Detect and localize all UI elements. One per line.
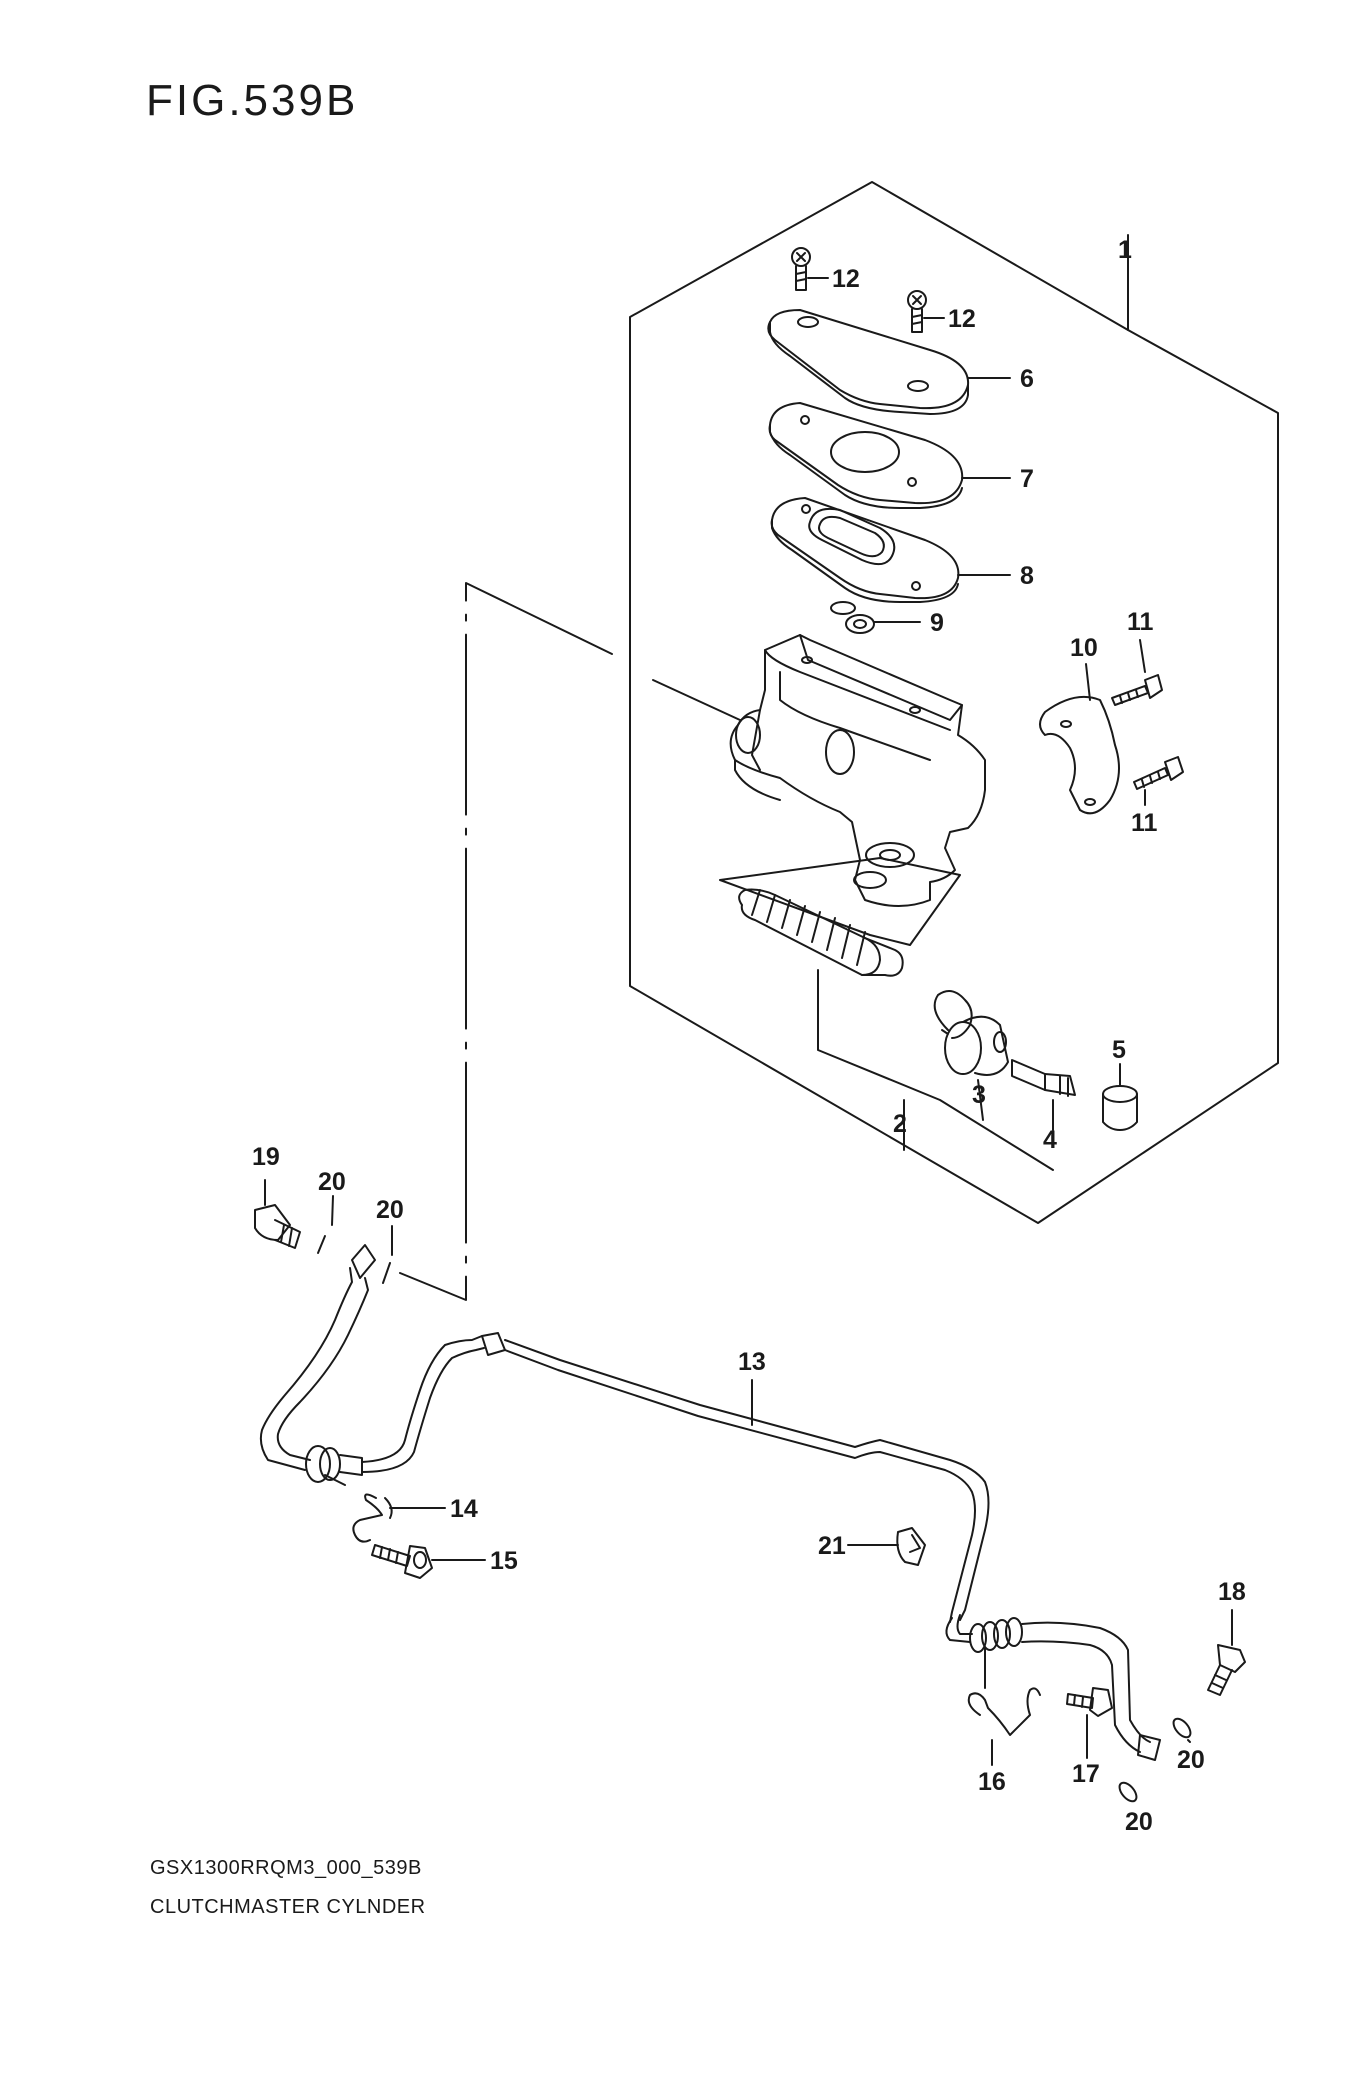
callout-16: 16: [978, 1768, 1006, 1796]
callout-11b: 11: [1131, 809, 1158, 837]
callout-11a: 11: [1127, 608, 1154, 636]
callout-12b: 12: [948, 305, 976, 333]
callout-18: 18: [1218, 1578, 1246, 1606]
callout-12a: 12: [832, 265, 860, 293]
washer-20a-part: [317, 1235, 326, 1254]
circlip-part: [933, 990, 973, 1039]
callout-15: 15: [490, 1547, 518, 1575]
callout-20a: 20: [318, 1168, 346, 1196]
washer-20d-part: [1118, 1781, 1138, 1803]
washer-20c-part: [1172, 1717, 1192, 1739]
bolt-11a-part: [1111, 674, 1163, 706]
clip-14-part: [352, 1493, 393, 1543]
body-leader-line: [652, 679, 741, 721]
callout-13: 13: [738, 1348, 766, 1376]
callout-11a-leader: [1139, 639, 1146, 673]
clip-14-dash: [324, 1474, 346, 1486]
bolt-18-part: [1207, 1644, 1246, 1696]
callout-14: 14: [450, 1495, 478, 1523]
callout-5: 5: [1112, 1036, 1126, 1064]
callout-2: 2: [893, 1110, 907, 1138]
callout-3-leader: [977, 1079, 984, 1121]
callout-4: 4: [1043, 1126, 1057, 1154]
screw-12a-part: [791, 247, 811, 291]
clamp-21-part: [896, 1527, 926, 1566]
bolt-15-part: [371, 1544, 433, 1579]
callout-9: 9: [930, 609, 944, 637]
callout-6: 6: [1020, 365, 1034, 393]
clutch-hose-13-part: [259, 1244, 1161, 1761]
banjo-bolt-19-part: [254, 1204, 301, 1249]
callout-21: 21: [818, 1532, 846, 1560]
callout-20c-leader: [1187, 1739, 1191, 1743]
holder-10-part: [1039, 696, 1120, 815]
diagram-caption: CLUTCHMASTER CYLNDER: [150, 1896, 426, 1918]
reservoir-cap-6-part: [767, 309, 970, 415]
callout-17: 17: [1072, 1760, 1100, 1788]
plate-9-part: [830, 601, 875, 634]
callout-3: 3: [972, 1081, 986, 1109]
callout-20a-leader: [331, 1195, 334, 1226]
callout-10: 10: [1070, 634, 1098, 662]
figure-title: FIG.539B: [146, 76, 359, 125]
callout-2-leader: [817, 969, 1054, 1171]
bolt-17-part: [1066, 1687, 1113, 1717]
model-code-label: GSX1300RRQM3_000_539B: [150, 1857, 422, 1879]
callout-19: 19: [252, 1143, 280, 1171]
callout-8: 8: [1020, 562, 1034, 590]
push-rod-4-part: [1011, 1059, 1076, 1097]
diaphragm-8-part: [770, 497, 960, 603]
assembly-outline: [629, 181, 1279, 1224]
callout-20c: 20: [1177, 1746, 1205, 1774]
washer-20b-part: [382, 1262, 391, 1284]
callout-20b: 20: [376, 1196, 404, 1224]
clamp-16-part: [967, 1647, 1041, 1736]
callout-10-leader: [1085, 663, 1091, 701]
connection-dash-line: [399, 582, 613, 1301]
bolt-11b-part: [1133, 756, 1184, 790]
screw-12b-part: [907, 290, 927, 333]
callout-20d: 20: [1125, 1808, 1153, 1836]
piston-assembly-2-part: [738, 888, 904, 977]
master-cylinder-body-part: [729, 634, 986, 907]
body-gasket-outline: [719, 857, 961, 946]
callout-1: 1: [1118, 236, 1132, 264]
cap-5-part: [1102, 1085, 1138, 1131]
diaphragm-plate-7-part: [768, 402, 964, 509]
boot-3-part: [944, 1015, 1009, 1076]
callout-7: 7: [1020, 465, 1034, 493]
